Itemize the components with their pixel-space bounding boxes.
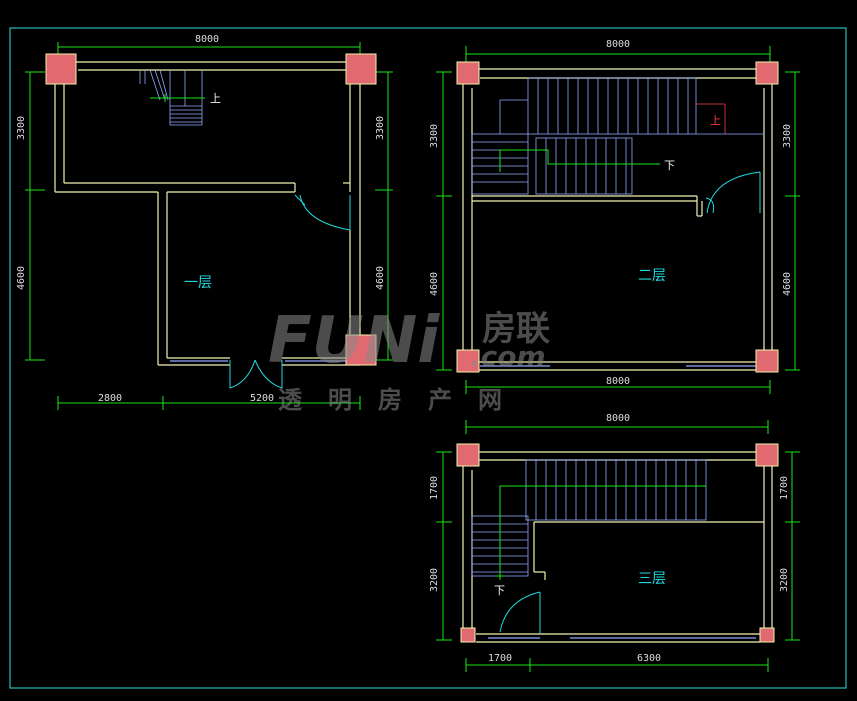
floor-2-walls [462, 68, 773, 371]
floor-2-dim-left-upper: 3300 [429, 124, 440, 148]
floor-3-dim-right-lower: 3200 [779, 568, 790, 592]
floor-2-dim-top: 8000 [606, 39, 630, 50]
floor-3-stair-arrow [496, 485, 706, 580]
floor-3-stair-down-label: 下 [494, 584, 505, 597]
floor-2-stair-down-label: 下 [664, 159, 675, 172]
floor-1-column-br [345, 334, 377, 366]
floor-3-dim-right-upper: 1700 [779, 476, 790, 500]
floor-3-staircase [471, 459, 707, 577]
floor-3-dim-left-lower: 3200 [429, 568, 440, 592]
floor-3-column-tl [456, 443, 480, 467]
drawing-frame [9, 27, 847, 689]
floor-1-walls [54, 61, 362, 366]
floor-2-stair-arrow [499, 149, 660, 172]
floor-2-dimension-lines [436, 46, 800, 394]
floor-3-walls [462, 451, 773, 643]
floor-1-dim-left-upper: 3300 [16, 116, 27, 140]
floor-2-room-label: 二层 [638, 268, 666, 284]
floor-2-plan: 8000 3300 4600 3300 4600 8000 [429, 39, 800, 394]
funi-watermark: FUNi 房联 .com 透明房产网 [268, 304, 550, 414]
floor-2-column-tl [456, 61, 480, 85]
floor-1-plan: 8000 3300 4600 3300 4600 2800 5200 [16, 34, 393, 410]
floor-1-dimension-lines [25, 42, 393, 410]
floor-1-dim-top: 8000 [195, 34, 219, 45]
floor-2-column-br [755, 349, 779, 373]
watermark-logo-text: FUNi [268, 304, 440, 378]
floor-3-dim-top: 8000 [606, 413, 630, 424]
floor-1-dim-bottom-left: 2800 [98, 393, 122, 404]
floor-2-dim-right-upper: 3300 [782, 124, 793, 148]
floor-1-dim-left-lower: 4600 [16, 266, 27, 290]
floor-1-stair-arrow [150, 94, 205, 102]
floor-1-door-side [294, 194, 351, 231]
floor-3-dimension-lines [436, 420, 800, 672]
floor-2-dim-right-lower: 4600 [782, 272, 793, 296]
floor-1-column-tr [345, 53, 377, 85]
floor-1-dim-right-lower: 4600 [375, 266, 386, 290]
floor-3-dim-bottom-left: 1700 [488, 653, 512, 664]
floor-1-dim-right-upper: 3300 [375, 116, 386, 140]
floor-1-stair-up-label: 上 [210, 92, 221, 105]
floor-3-dim-left-upper: 1700 [429, 476, 440, 500]
floor-3-column-tr [755, 443, 779, 467]
floor-3-room-label: 三层 [638, 571, 666, 587]
floor-2-dim-left-lower: 4600 [429, 272, 440, 296]
floor-3-dim-bottom-right: 6300 [637, 653, 661, 664]
watermark-domain: .com [470, 340, 546, 373]
floor-1-door-front [229, 359, 283, 389]
floor-2-column-bl [456, 349, 480, 373]
floor-3-door [499, 591, 541, 634]
floor-3-column-br [759, 627, 775, 643]
watermark-slogan: 透明房产网 [278, 386, 528, 414]
floor-3-column-bl [460, 627, 476, 643]
floor-2-stair-up-label: 上 [710, 114, 721, 127]
watermark-brand-cn: 房联 [482, 309, 550, 349]
floor-2-door [705, 171, 761, 214]
floor-3-plan: 8000 1700 3200 1700 3200 1700 6300 [429, 413, 800, 672]
floor-1-dim-bottom-right: 5200 [250, 393, 274, 404]
floor-1-room-label: 一层 [184, 275, 212, 291]
floor-2-column-tr [755, 61, 779, 85]
floor-1-column-tl [45, 53, 77, 85]
floor-2-dim-bottom: 8000 [606, 376, 630, 387]
floor-2-staircase [471, 77, 764, 195]
